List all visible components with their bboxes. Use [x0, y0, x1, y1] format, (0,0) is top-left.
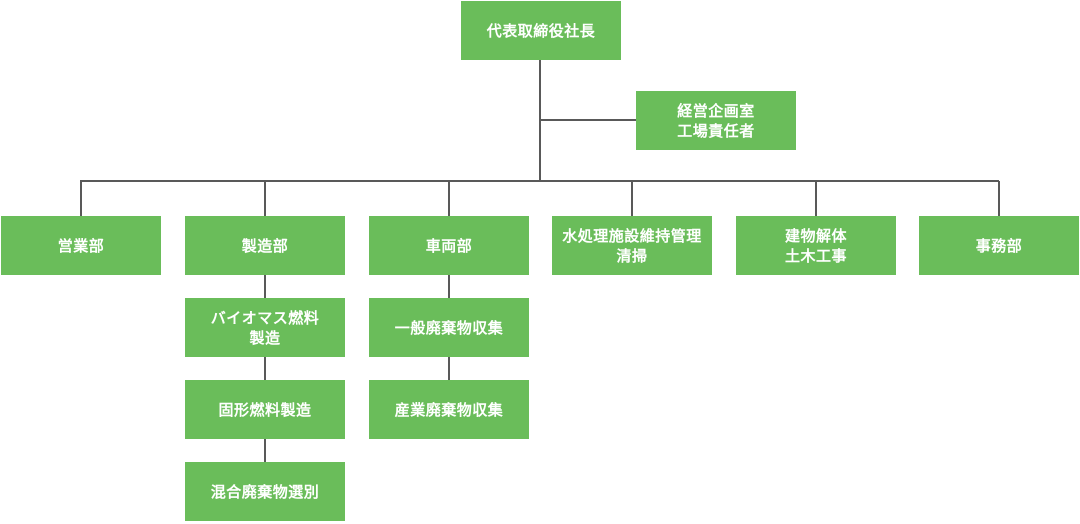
unit-biomass-box: バイオマス燃料 製造: [185, 298, 345, 357]
department-sales-label: 営業部: [57, 236, 105, 255]
unit-biomass-label-line2: 製造: [249, 328, 281, 347]
unit-general-waste-label: 一般廃棄物収集: [394, 318, 504, 337]
department-water-label-line1: 水処理施設維持管理: [562, 226, 702, 245]
department-office-label: 事務部: [975, 236, 1023, 255]
department-demolition-label-line1: 建物解体: [784, 226, 847, 245]
unit-mixed-waste-box: 混合廃棄物選別: [185, 462, 345, 521]
ceo-box: 代表取締役社長: [461, 1, 621, 60]
department-vehicle-label: 車両部: [425, 236, 473, 255]
department-vehicle-box: 車両部: [369, 216, 529, 275]
unit-industrial-waste-box: 産業廃棄物収集: [369, 380, 529, 439]
unit-solid-fuel-label: 固形燃料製造: [218, 400, 312, 419]
department-water-box: 水処理施設維持管理 清掃: [552, 216, 712, 275]
staff-label-line2: 工場責任者: [677, 121, 755, 140]
department-water-label-line2: 清掃: [616, 246, 648, 265]
unit-solid-fuel-box: 固形燃料製造: [185, 380, 345, 439]
department-demolition-box: 建物解体 土木工事: [736, 216, 896, 275]
unit-industrial-waste-label: 産業廃棄物収集: [394, 400, 504, 419]
unit-mixed-waste-label: 混合廃棄物選別: [210, 482, 320, 501]
unit-general-waste-box: 一般廃棄物収集: [369, 298, 529, 357]
staff-label-line1: 経営企画室: [677, 101, 755, 120]
department-sales-box: 営業部: [1, 216, 161, 275]
department-demolition-label-line2: 土木工事: [784, 246, 847, 265]
department-manufacturing-label: 製造部: [241, 236, 289, 255]
department-manufacturing-box: 製造部: [185, 216, 345, 275]
ceo-label: 代表取締役社長: [486, 21, 596, 40]
staff-box: 経営企画室 工場責任者: [636, 91, 796, 150]
unit-biomass-label-line1: バイオマス燃料: [210, 308, 320, 327]
department-office-box: 事務部: [919, 216, 1079, 275]
